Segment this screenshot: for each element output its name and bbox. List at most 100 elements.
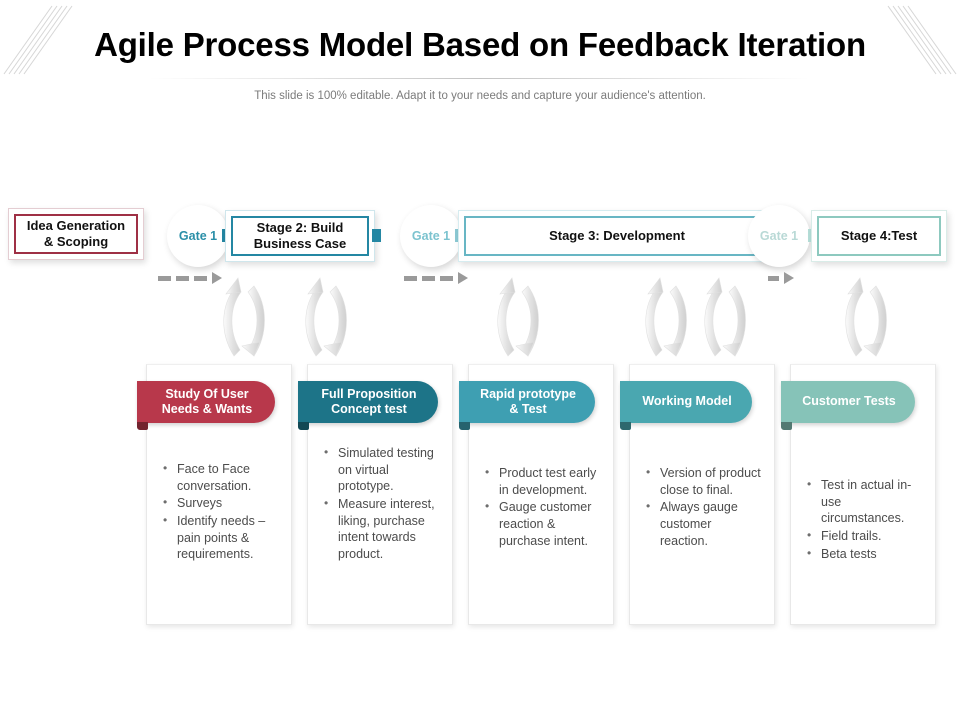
card-header-line2: & Test [509,402,547,416]
card-bullet-list: • Product test early in development. • G… [485,465,601,550]
dash-segment [194,275,207,281]
bullet-dot-icon: • [485,499,490,514]
card-header-badge: Working Model [620,381,752,423]
feedback-loop-arrow-icon-3 [497,277,539,357]
stage-inner-border [231,216,369,256]
bullet-dot-icon: • [807,545,812,560]
feedback-loop-arrow-icon-6 [845,277,887,357]
card-header-badge: Rapid prototype & Test [459,381,595,423]
stage-inner-border [464,216,770,256]
dash-segment [158,275,171,281]
list-item: • Measure interest, liking, purchase int… [324,496,440,563]
stage-box-stage-3[interactable]: Stage 3: Development [458,210,776,262]
bullet-text: Version of product close to final. [660,466,761,497]
stage-row: Idea Generation & Scoping Gate 1 Stage 2… [0,0,960,357]
detail-card-study-of-user-needs[interactable]: Study Of User Needs & Wants • Face to Fa… [137,364,292,625]
card-header-line2: Concept test [331,402,407,416]
bullet-dot-icon: • [485,465,490,479]
dash-segment [440,275,453,281]
list-item: • Always gauge customer reaction. [646,499,762,549]
card-header-line1: Full Proposition [321,386,417,401]
stage-label-line1: Idea Generation [26,218,126,234]
card-header-line2: Needs & Wants [161,402,253,416]
card-header-badge: Full Proposition Concept test [298,381,438,423]
stage-label-stage-2: Stage 2: Build Business Case [246,220,355,252]
gate-circle-3[interactable]: Gate 1 [748,205,810,267]
dash-segment [422,275,435,281]
card-header-text: Working Model [642,394,732,409]
dashed-arrow-icon-1 [158,272,222,284]
arrow-head [784,272,794,284]
bullet-text: Simulated testing on virtual prototype. [338,446,434,494]
bullet-text: Product test early in development. [499,466,597,497]
stage-label-stage-4: Stage 4:Test [840,228,918,244]
dashed-arrow-icon-2 [404,272,468,284]
bullet-text: Identify needs – pain points & requireme… [177,513,266,562]
slide-header: Agile Process Model Based on Feedback It… [0,0,960,120]
card-header-line1: Rapid prototype [480,386,576,401]
stage-label-idea-generation: Idea Generation & Scoping [19,218,133,250]
gate-label: Gate 1 [178,229,218,243]
title-divider [150,78,810,79]
arrow-head [212,272,222,284]
feedback-loop-arrow-icon-1 [223,277,265,357]
gate-circle-1[interactable]: Gate 1 [167,205,229,267]
bullet-dot-icon: • [163,461,168,475]
feedback-loop-arrow-icon-2 [305,277,347,357]
list-item: • Product test early in development. [485,465,601,498]
list-item: • Field trails. [807,528,923,545]
bullet-text: Surveys [177,496,223,511]
list-item: • Identify needs – pain points & require… [163,513,279,563]
slide-subtitle: This slide is 100% editable. Adapt it to… [254,90,706,102]
bullet-dot-icon: • [807,477,812,491]
bullet-text: Always gauge customer reaction. [660,500,738,548]
gate-label: Gate 1 [411,229,451,243]
card-header-text: Customer Tests [802,394,896,409]
bullet-text: Test in actual in-use circumstances. [821,478,912,526]
stage-label-line2: & Scoping [43,234,109,249]
stage-inner-border [817,216,941,256]
detail-card-working-model[interactable]: Working Model • Version of product close… [620,364,775,625]
stage-box-stage-4[interactable]: Stage 4:Test [811,210,947,262]
dash-segment [768,275,779,281]
feedback-loop-arrow-icon-5 [704,277,746,357]
dash-segment [176,275,189,281]
bullet-text: Field trails. [821,528,882,543]
card-bullet-list: • Simulated testing on virtual prototype… [324,445,440,563]
gate-circle-2[interactable]: Gate 1 [400,205,462,267]
list-item: • Version of product close to final. [646,465,762,498]
bullet-dot-icon: • [163,495,168,510]
detail-card-full-proposition-concept-test[interactable]: Full Proposition Concept test • Simulate… [298,364,453,625]
card-header-line1: Study Of User [165,386,249,401]
list-item: • Test in actual in-use circumstances. [807,477,923,527]
bullet-dot-icon: • [646,465,651,479]
bullet-dot-icon: • [163,512,168,527]
stage-inner-border [14,214,138,254]
card-bullet-list: • Version of product close to final. • A… [646,465,762,550]
page-title: Agile Process Model Based on Feedback It… [94,26,866,63]
list-item: • Gauge customer reaction & purchase int… [485,499,601,549]
bullet-dot-icon: • [324,495,329,510]
gate-label: Gate 1 [759,229,799,243]
card-header-text: Full Proposition Concept test [321,387,416,418]
detail-card-rapid-prototype-and-test[interactable]: Rapid prototype & Test • Product test ea… [459,364,614,625]
stage-label-line2: Business Case [253,236,347,251]
card-header-badge: Customer Tests [781,381,915,423]
card-header-text: Rapid prototype & Test [480,387,576,418]
bullet-text: Face to Face conversation. [177,462,252,493]
stage-box-stage-2[interactable]: Stage 2: Build Business Case [225,210,375,262]
card-header-badge: Study Of User Needs & Wants [137,381,275,423]
dash-segment [404,275,417,281]
stage-label-stage-3: Stage 3: Development [549,228,685,244]
card-header-text: Study Of User Needs & Wants [162,387,253,418]
bullet-text: Beta tests [821,546,877,561]
gate-connector-tab-2 [372,229,381,242]
dashed-arrow-icon-3 [768,272,794,284]
bullet-dot-icon: • [646,499,651,514]
stage-box-idea-generation[interactable]: Idea Generation & Scoping [8,208,144,260]
detail-card-customer-tests[interactable]: Customer Tests • Test in actual in-use c… [781,364,936,625]
list-item: • Simulated testing on virtual prototype… [324,445,440,495]
stage-label-line1: Stage 2: Build [256,220,344,236]
card-bullet-list: • Test in actual in-use circumstances. •… [807,477,923,563]
